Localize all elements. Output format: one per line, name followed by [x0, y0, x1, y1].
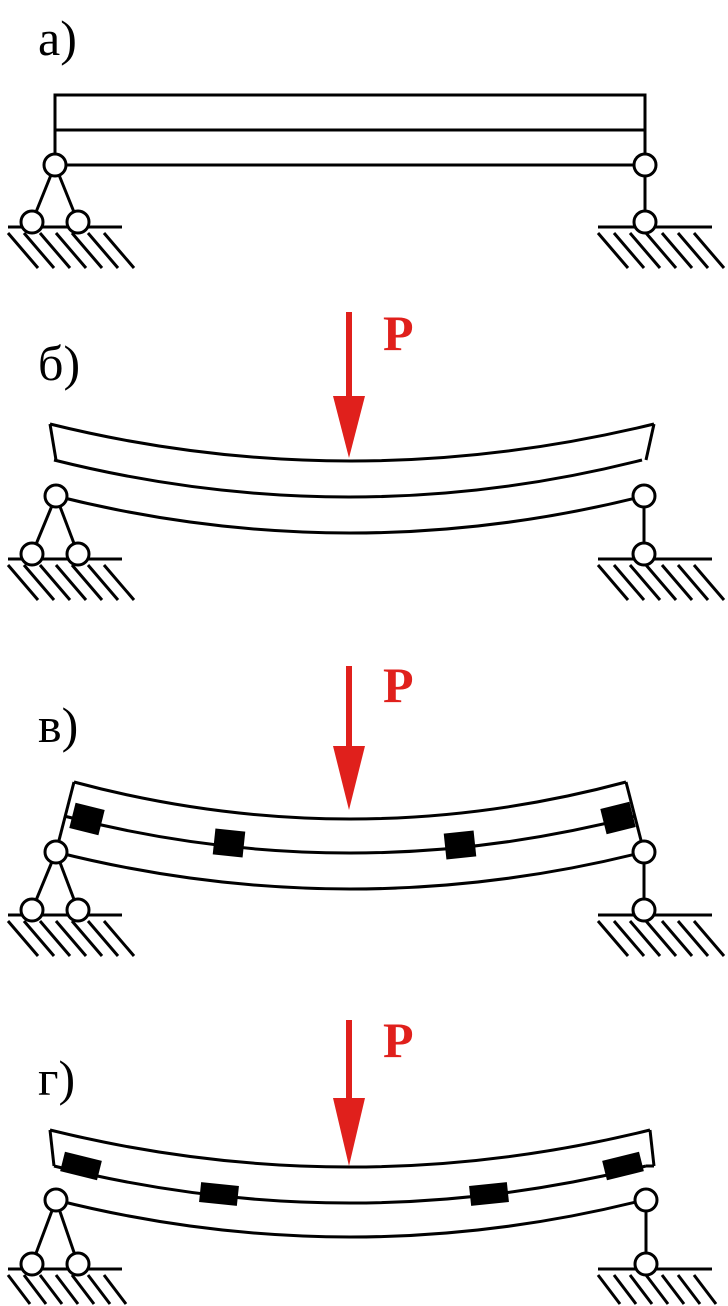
shear-block: [199, 1182, 239, 1206]
load-arrow-b: [333, 312, 365, 458]
shear-block: [600, 801, 636, 835]
shear-block: [212, 828, 246, 858]
panel-v: в) P: [6, 657, 726, 957]
bent-beam-v: [54, 780, 646, 891]
panel-label-b: б): [38, 335, 80, 391]
bent-beam-b: [48, 422, 656, 535]
shear-block: [469, 1182, 509, 1206]
shear-connectors-g: [60, 1151, 644, 1206]
shear-block: [602, 1151, 644, 1181]
left-pin-support: [6, 152, 136, 269]
panel-g: г) P: [6, 1012, 718, 1305]
right-roller-support-b: [596, 483, 726, 601]
right-roller-support-v: [596, 839, 726, 957]
left-pin-support-v: [6, 839, 136, 957]
panel-label-g: г): [38, 1050, 75, 1106]
left-pin-support-g: [6, 1187, 128, 1305]
straight-beam: [53, 93, 647, 167]
right-roller-support: [596, 152, 726, 269]
load-arrow-v: [333, 666, 365, 810]
load-label-g: P: [383, 1012, 414, 1068]
panel-label-v: в): [38, 697, 78, 753]
left-pin-support-b: [6, 483, 136, 601]
panel-b: б) P: [6, 305, 726, 601]
load-label-b: P: [383, 305, 414, 361]
shear-block: [69, 802, 105, 836]
right-roller-support-g: [596, 1187, 718, 1305]
load-arrow-g: [333, 1020, 365, 1166]
shear-connectors-v: [69, 801, 636, 860]
panel-label-a: а): [38, 10, 77, 66]
load-label-v: P: [383, 657, 414, 713]
bent-beam-g: [48, 1128, 656, 1239]
shear-block: [60, 1151, 102, 1181]
panel-a: а): [6, 10, 726, 269]
shear-block: [443, 830, 477, 860]
